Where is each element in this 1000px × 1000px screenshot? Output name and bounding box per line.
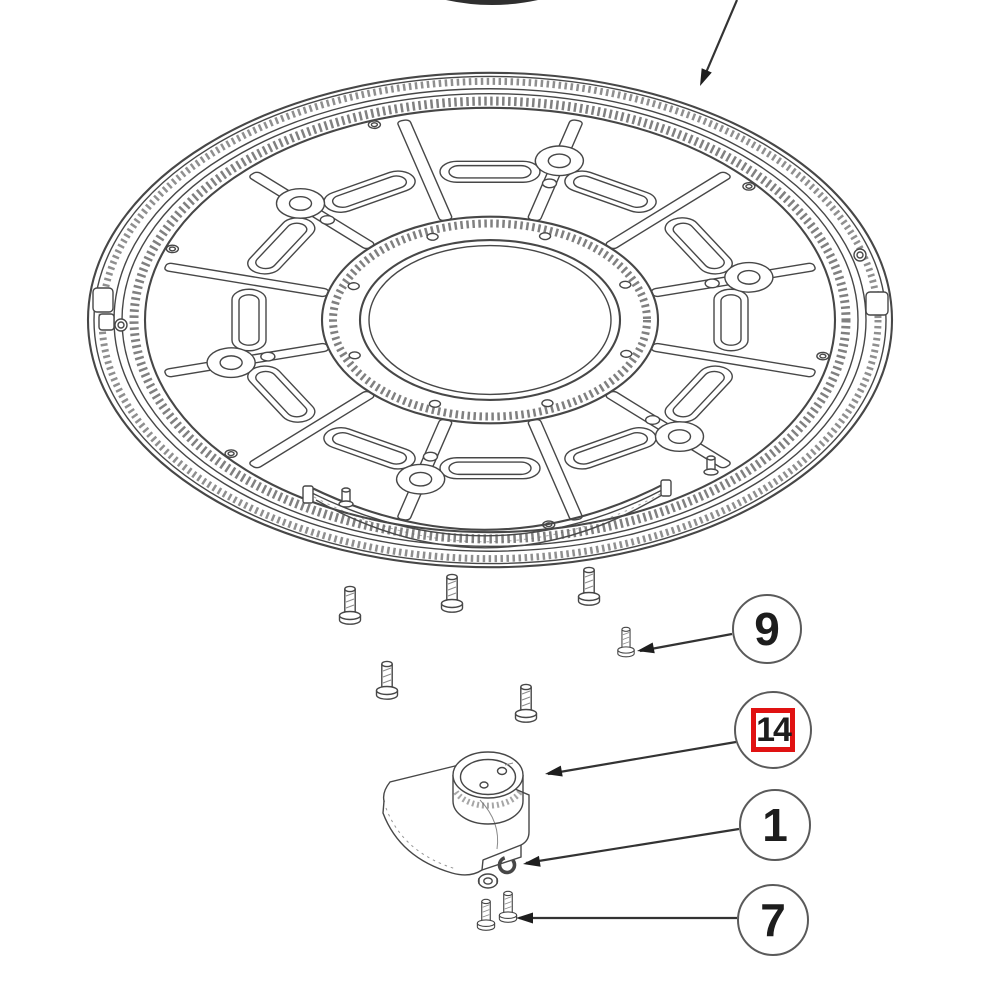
rim-stud [703,455,719,476]
deck-plate-drawing[interactable] [88,73,892,567]
nut-drawing[interactable] [477,873,499,889]
rim-clip-right [853,248,889,316]
callout-14-highlight-box: 14 [751,708,795,752]
pair-of-screws[interactable] [476,890,518,931]
callout-14[interactable]: 14 [734,691,812,769]
rim-lip-band [302,455,719,549]
center-hub-collar [322,217,658,424]
leader-arrow-7 [516,912,737,924]
cropped-top-shape [446,0,538,5]
washer-drawing[interactable] [496,854,517,875]
callout-1[interactable]: 1 [739,789,811,861]
guard-part-drawing[interactable] [382,751,530,876]
slot-ring [232,161,748,478]
leader-arrows [516,0,740,924]
small-rim-screw[interactable] [617,626,635,658]
callout-14-number: 14 [756,711,792,749]
callout-9[interactable]: 9 [732,594,802,664]
rim-stud [338,487,354,508]
hub-hole [479,781,489,789]
arrow-top [700,0,739,86]
callout-7[interactable]: 7 [737,884,809,956]
mounting-screws[interactable] [338,566,601,723]
hub-hole [496,766,508,776]
bolt-bosses [202,143,779,498]
rim-clip-left [92,287,128,332]
callout-9-number: 9 [754,603,780,655]
leader-arrow-1 [523,827,740,867]
leader-arrow-9 [637,632,733,654]
callout-1-number: 1 [762,799,788,851]
callout-7-number: 7 [760,894,786,946]
leader-arrow-14 [545,740,737,777]
